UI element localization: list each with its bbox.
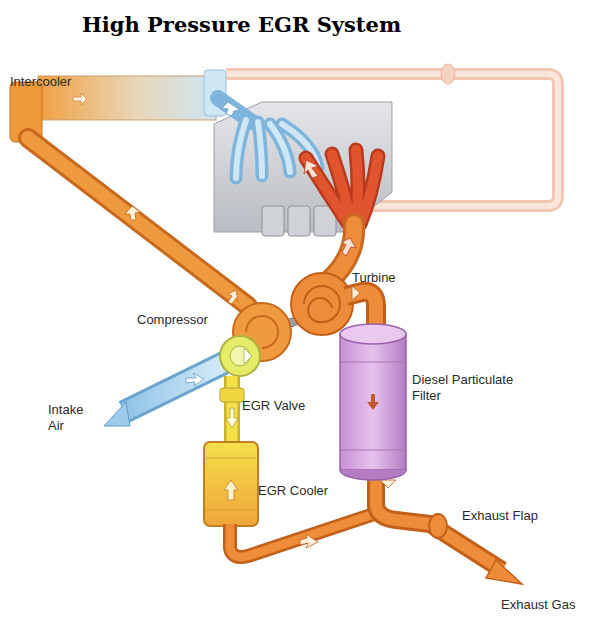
dpf-band [340, 450, 406, 451]
intake-arrow [104, 402, 130, 426]
turbine-housing [291, 273, 353, 335]
flow-arrow [226, 408, 238, 428]
part-label: Turbine [352, 270, 396, 286]
intake-runner [236, 120, 318, 178]
flow-arrow [380, 480, 396, 488]
part-label: Exhaust Flap [462, 508, 538, 524]
part-label: Compressor [137, 312, 208, 328]
egr-pipe [224, 376, 240, 444]
egr-cooler [204, 442, 258, 526]
part-label: Exhaust Gas [501, 597, 575, 613]
flow-arrow [342, 238, 356, 256]
flow-arrow [125, 206, 140, 220]
dpf-body [340, 334, 406, 470]
dpf-top [340, 324, 406, 344]
flow-arrow [244, 348, 252, 364]
part-label: EGR Cooler [258, 483, 328, 499]
mixing-inlet [220, 336, 260, 376]
dpf-band [340, 362, 406, 363]
egr-return-pipe-core [230, 512, 380, 557]
flow-arrow [228, 290, 238, 304]
flow-arrow [186, 373, 204, 386]
cooler-fin [206, 458, 256, 459]
flow-arrow [222, 102, 240, 116]
part-label: Intake Air [48, 402, 94, 434]
faded-valve [441, 64, 455, 84]
exhaust-runner [306, 150, 378, 226]
egr-pipe-core [227, 376, 238, 444]
piston [262, 206, 284, 236]
piston [288, 206, 310, 236]
flow-arrow [300, 534, 318, 548]
part-label: EGR Valve [242, 398, 305, 414]
flow-arrow [224, 480, 238, 500]
turbine-spiral [304, 286, 340, 322]
intake-runner-core [236, 120, 318, 178]
exhaust-runner-core [306, 150, 378, 226]
flow-arrow [73, 93, 87, 105]
flow-arrow [367, 394, 379, 410]
egr-return-pipe [230, 512, 380, 557]
dpf-bottom [340, 470, 406, 480]
flow-arrow [304, 160, 318, 178]
intake-pipe-core [124, 362, 226, 412]
egr-valve [220, 388, 244, 402]
part-label: Intercooler [10, 74, 71, 90]
part-label: Diesel Particulate Filter [412, 372, 540, 404]
flow-arrow [352, 286, 360, 300]
cooler-fin [206, 510, 256, 511]
exhaust-arrow [486, 560, 522, 584]
diagram-title: High Pressure EGR System [82, 12, 401, 37]
exhaust-flap [429, 514, 447, 538]
intake-pipe [124, 362, 226, 412]
